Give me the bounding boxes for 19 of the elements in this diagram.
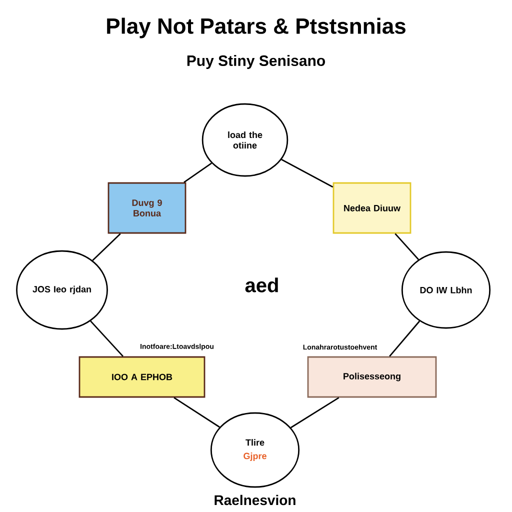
process-box: IOO A EPHOB [78, 356, 206, 398]
connector-line [389, 320, 420, 357]
center-label: aed [245, 278, 278, 292]
process-box: Polisesseong [307, 356, 437, 398]
circle-node: load the otiine [202, 103, 288, 177]
connector-line [174, 397, 220, 428]
connector-line [184, 162, 212, 183]
connector-line [290, 397, 340, 428]
circle-node: Tlire Gjpre [210, 412, 300, 488]
process-box: Nedea Diuuw [332, 182, 412, 234]
connector-line [92, 233, 121, 261]
connector-line [394, 233, 420, 260]
circle-node: JOS Ieo rjdan [16, 250, 108, 330]
connector-line [281, 158, 334, 188]
process-box: Duvg 9 Bonua [108, 182, 186, 234]
title: Play Not Patars & Ptstsnnias [107, 18, 406, 38]
connector-line [90, 320, 124, 357]
subtitle: Puy Stiny Senisano [187, 55, 326, 69]
circle-node: DO IW Lbhn [401, 251, 491, 329]
